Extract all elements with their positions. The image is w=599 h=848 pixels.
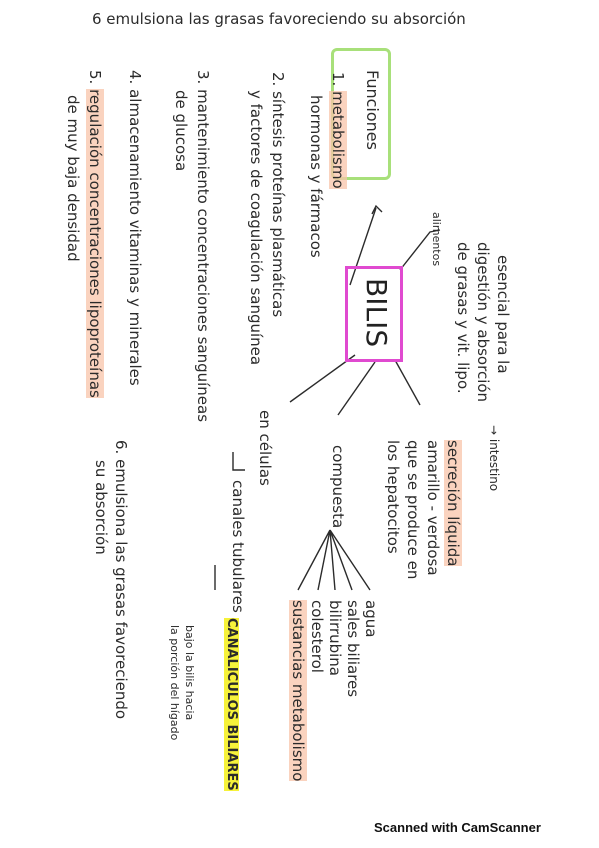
celulas-note1: bajo la bilis hacia bbox=[183, 625, 196, 721]
funcion-2-number: 2. bbox=[269, 72, 287, 87]
funcion-1-number: 1. bbox=[329, 72, 347, 87]
top-item-6-text: 6 emulsiona las grasas favoreciendo su a… bbox=[92, 10, 466, 28]
camscanner-footer: Scanned with CamScanner bbox=[374, 820, 541, 835]
funcion-3: 3. mantenimiento concentraciones sanguín… bbox=[194, 70, 212, 423]
funcion-1-line2: hormonas y fármacos bbox=[307, 95, 325, 258]
compuesta-item-2: sales biliares bbox=[344, 600, 362, 698]
funcion-5-line2: de muy baja densidad bbox=[64, 95, 82, 262]
compuesta-title: compuesta bbox=[329, 445, 347, 529]
funcion-1-text: metabolismo bbox=[329, 91, 347, 189]
secrecion-line1-wrap: secreción líquida bbox=[444, 440, 462, 567]
compuesta-item-1: agua bbox=[362, 600, 380, 638]
line-compuesta-items bbox=[297, 529, 371, 591]
secrecion-line3: que se produce en bbox=[404, 440, 422, 580]
celulas-note2: la porción del hígado bbox=[168, 625, 181, 741]
celulas-highlight: CANALICULOS BILIARES bbox=[224, 618, 239, 791]
line-bilis-compuesta bbox=[337, 361, 376, 416]
item6-line2: su absorción bbox=[92, 460, 110, 555]
compuesta-item-5-wrap: sustancias metabolismo bbox=[289, 600, 307, 782]
right-branch-arrow-note: → intestino bbox=[487, 425, 501, 492]
funcion-2-line2: y factores de coagulación sanguínea bbox=[247, 90, 265, 366]
compuesta-item-3: bilirrubina bbox=[326, 600, 344, 676]
funcion-3-text: mantenimiento concentraciones sanguíneas bbox=[194, 89, 212, 423]
bilis-title: BILIS bbox=[360, 278, 393, 348]
line-bilis-right bbox=[399, 229, 441, 271]
funcion-2: 2. síntesis proteínas plasmáticas bbox=[269, 72, 287, 318]
funcion-4-text: almacenamiento vitaminas y minerales bbox=[126, 89, 144, 386]
funcion-4: 4. almacenamiento vitaminas y minerales bbox=[126, 70, 144, 386]
funcion-2-text: síntesis proteínas plasmáticas bbox=[269, 91, 287, 318]
arrow-funciones bbox=[371, 204, 383, 215]
celulas-sub: canales tubulares bbox=[229, 480, 247, 613]
funcion-5-number: 5. bbox=[86, 70, 104, 85]
secrecion-line1: secreción líquida bbox=[444, 440, 462, 567]
right-branch-line3: de grasas y vit. lipo. bbox=[454, 242, 472, 394]
secrecion-line2: amarillo - verdosa bbox=[424, 440, 442, 576]
funciones-title: Funciones bbox=[363, 70, 382, 150]
funcion-1: 1. metabolismo bbox=[329, 72, 347, 189]
right-branch-line1: esencial para la bbox=[494, 255, 512, 374]
secrecion-line4: los hepatocitos bbox=[384, 440, 402, 554]
funcion-5-text: regulación concentraciones lipoproteínas bbox=[86, 89, 104, 398]
funcion-5: 5. regulación concentraciones lipoproteí… bbox=[86, 70, 104, 398]
line-bilis-secrecion bbox=[394, 359, 421, 406]
right-branch-aside: alimentos bbox=[430, 212, 443, 267]
line-bilis-funciones bbox=[349, 207, 377, 286]
line-canales bbox=[232, 452, 245, 471]
compuesta-item-4: colesterol bbox=[308, 600, 326, 673]
right-branch-line2: digestión y absorción bbox=[474, 242, 492, 403]
funcion-4-number: 4. bbox=[126, 70, 144, 85]
celulas-highlight-wrap: CANALICULOS BILIARES bbox=[224, 618, 239, 791]
item6-line1: 6. emulsiona las grasas favoreciendo bbox=[112, 440, 130, 720]
line-bilis-celulas bbox=[289, 354, 356, 403]
bilis-box bbox=[345, 266, 403, 362]
celulas-title: en células bbox=[256, 410, 274, 486]
funcion-3-line2: de glucosa bbox=[172, 90, 190, 172]
compuesta-item-5: sustancias metabolismo bbox=[289, 600, 307, 782]
funcion-3-number: 3. bbox=[194, 70, 212, 85]
